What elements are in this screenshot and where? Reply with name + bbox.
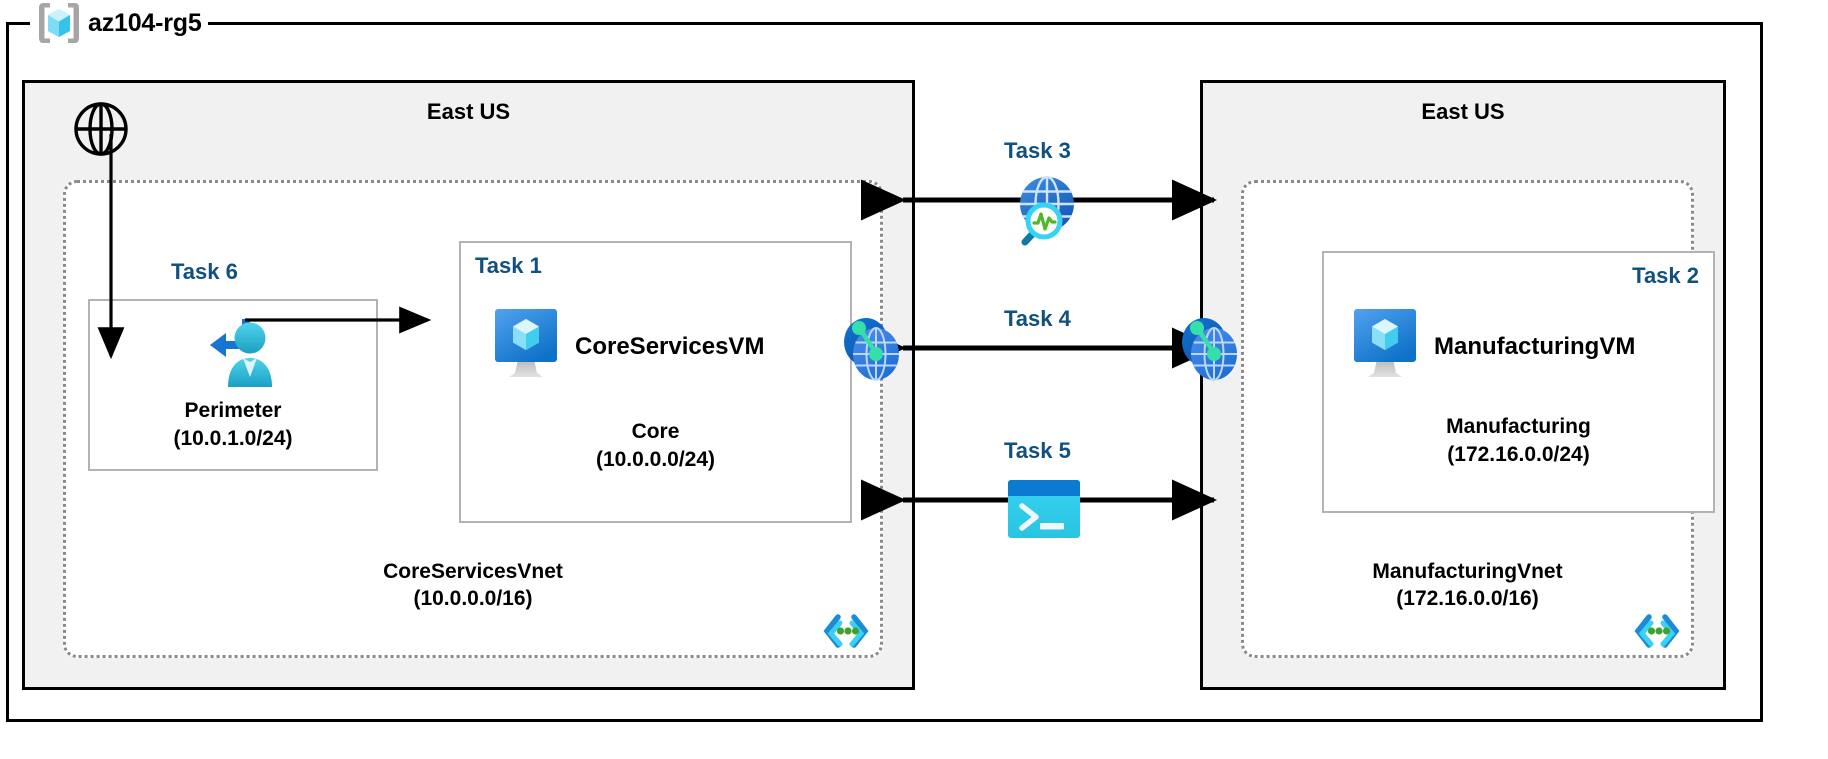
vnet-manufacturing: ManufacturingVnet (172.16.0.0/16) Task 2 — [1241, 180, 1715, 658]
resource-group-title: az104-rg5 — [30, 3, 208, 43]
virtual-machine-icon — [491, 307, 561, 386]
task-label-2: Task 2 — [1632, 263, 1699, 288]
network-watcher-globe-magnifier-icon — [1003, 174, 1083, 257]
cloud-shell-terminal-icon — [1006, 478, 1082, 545]
vnet-manufacturing-label: ManufacturingVnet (172.16.0.0/16) — [1372, 559, 1563, 611]
task-label-3: Task 3 — [1004, 138, 1071, 163]
subnet-perimeter: Perimeter (10.0.1.0/24) — [88, 299, 378, 471]
subnet-brackets-icon — [1633, 609, 1681, 653]
region-east-us-right: East US ManufacturingVnet (172.16.0.0/16… — [1200, 80, 1726, 690]
vnet-core-services: CoreServicesVnet (10.0.0.0/16) Perimeter… — [63, 180, 883, 658]
task-label-4: Task 4 — [1004, 306, 1071, 331]
vnet-core-label: CoreServicesVnet (10.0.0.0/16) — [383, 559, 563, 611]
task-label-5: Task 5 — [1004, 438, 1071, 463]
vm-manufacturing: ManufacturingVM — [1350, 307, 1635, 386]
resource-group-name: az104-rg5 — [88, 8, 202, 37]
resource-group-frame — [6, 22, 1763, 722]
subnet-manufacturing-caption: Manufacturing (172.16.0.0/24) — [1446, 415, 1591, 466]
perimeter-user-icon — [198, 315, 282, 396]
task-label-1: Task 1 — [475, 253, 542, 278]
resource-group-cube-icon — [36, 1, 82, 45]
region-label-right: East US — [1421, 99, 1505, 124]
region-label-left: East US — [426, 99, 511, 124]
subnet-core: Task 1 — [459, 241, 852, 523]
vnet-peering-icon — [838, 310, 906, 391]
subnet-core-caption: Core (10.0.0.0/24) — [595, 420, 716, 471]
virtual-machine-icon — [1350, 307, 1420, 386]
vnet-peering-icon — [1176, 310, 1244, 391]
internet-globe-icon — [73, 101, 129, 162]
subnet-manufacturing: Task 2 — [1322, 251, 1715, 513]
vm-core-services-label: CoreServicesVM — [575, 332, 765, 360]
vm-core-services: CoreServicesVM — [491, 307, 764, 386]
task-label-6: Task 6 — [171, 259, 238, 284]
subnet-perimeter-caption: Perimeter (10.0.1.0/24) — [173, 399, 293, 450]
vm-manufacturing-label: ManufacturingVM — [1434, 332, 1636, 360]
subnet-brackets-icon — [822, 609, 870, 653]
region-east-us-left: East US CoreServicesVnet (10.0.0.0/16) — [22, 80, 915, 690]
